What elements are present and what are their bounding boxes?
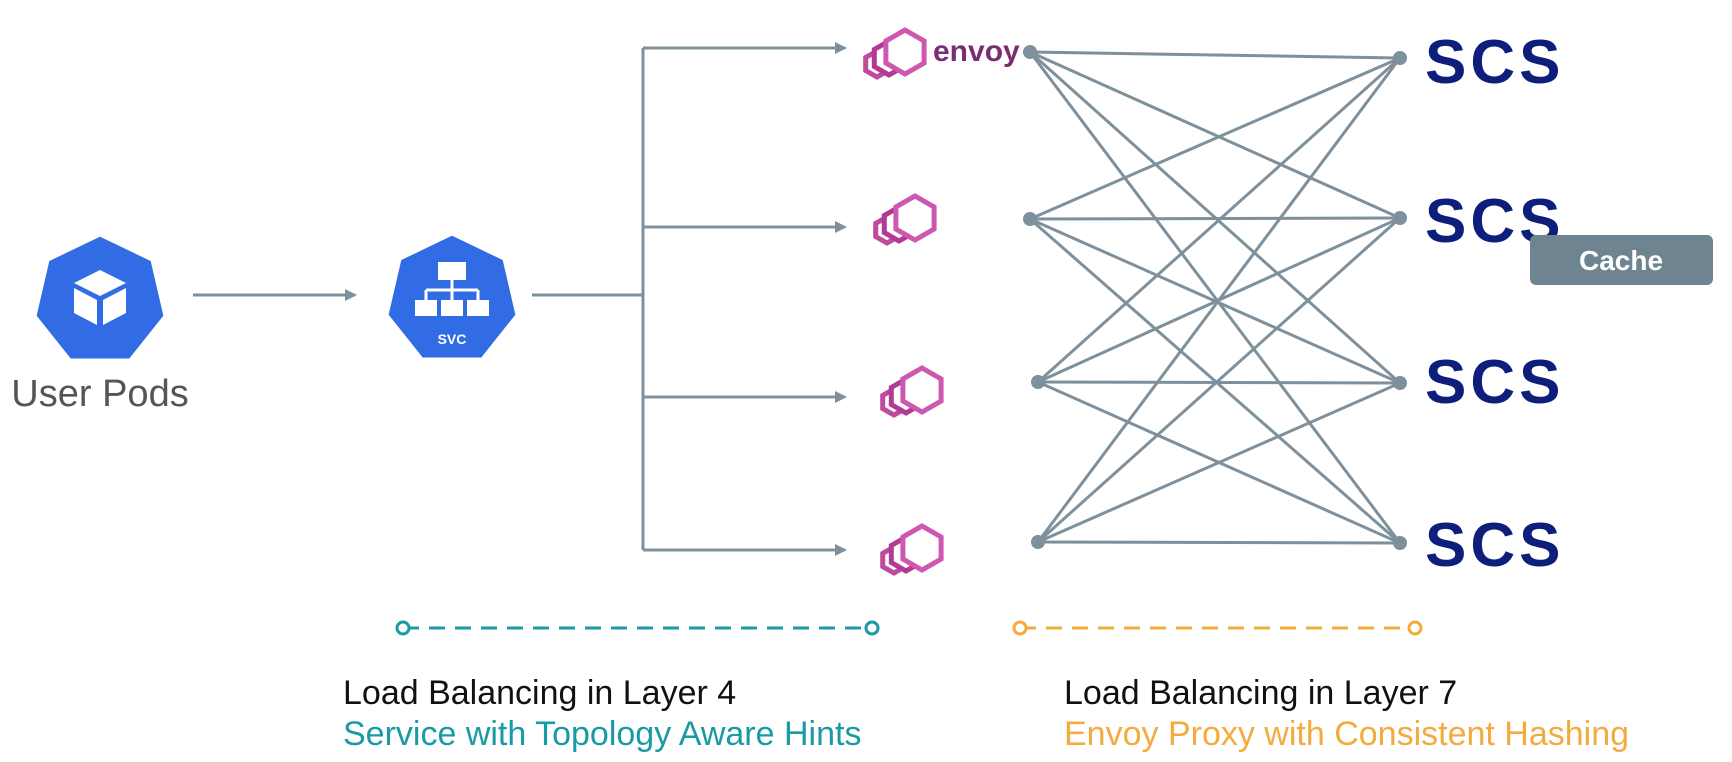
cube-glyph (74, 270, 126, 325)
user-pods-node: User Pods (11, 233, 189, 415)
mesh-endpoint (1023, 212, 1037, 226)
mesh-endpoint (1393, 376, 1407, 390)
mesh-link (1029, 216, 1401, 221)
consistent-hash-mesh (1023, 45, 1407, 550)
layer4-subtitle: Service with Topology Aware Hints (343, 715, 861, 753)
scs-node-label: SCS (1425, 28, 1564, 97)
service-label: SVC (438, 331, 467, 347)
layer7-title: Load Balancing in Layer 7 (1064, 674, 1457, 712)
layer7-subtitle: Envoy Proxy with Consistent Hashing (1064, 715, 1629, 753)
envoy-wordmark: envoy (933, 35, 1020, 68)
mesh-link (1037, 381, 1401, 544)
mesh-endpoint (1393, 211, 1407, 225)
envoy-icon (880, 365, 944, 418)
envoy-icon (880, 523, 944, 576)
mesh-link (1029, 56, 1401, 221)
mesh-link (1036, 56, 1402, 384)
layer4-span-indicator (395, 620, 880, 636)
mesh-endpoint (1031, 535, 1045, 549)
mesh-link (1036, 57, 1402, 543)
cache-badge-label: Cache (1579, 245, 1663, 276)
scs-node-label: SCS (1425, 511, 1564, 580)
cube-icon (33, 233, 167, 362)
mesh-link (1037, 540, 1401, 545)
network-tree-glyph (415, 262, 489, 316)
envoy-icon (863, 27, 927, 80)
mesh-link (1029, 50, 1401, 60)
mesh-endpoint (1031, 375, 1045, 389)
cache-badge: Cache (1530, 235, 1713, 285)
layer4-title: Load Balancing in Layer 4 (343, 674, 736, 712)
mesh-link (1029, 50, 1401, 220)
mesh-link (1036, 216, 1402, 544)
layer7-span-indicator (1012, 620, 1423, 636)
mesh-endpoint (1393, 51, 1407, 65)
mesh-endpoint (1023, 45, 1037, 59)
scs-node-label: SCS (1425, 348, 1564, 417)
mesh-link (1028, 51, 1402, 544)
service-node: SVC (385, 232, 519, 361)
envoy-icon (873, 193, 937, 246)
mesh-link (1037, 380, 1401, 385)
envoy-proxies (863, 27, 944, 576)
user-pods-label: User Pods (11, 373, 188, 415)
service-fanout-connectors (532, 42, 847, 556)
mesh-endpoint (1393, 536, 1407, 550)
